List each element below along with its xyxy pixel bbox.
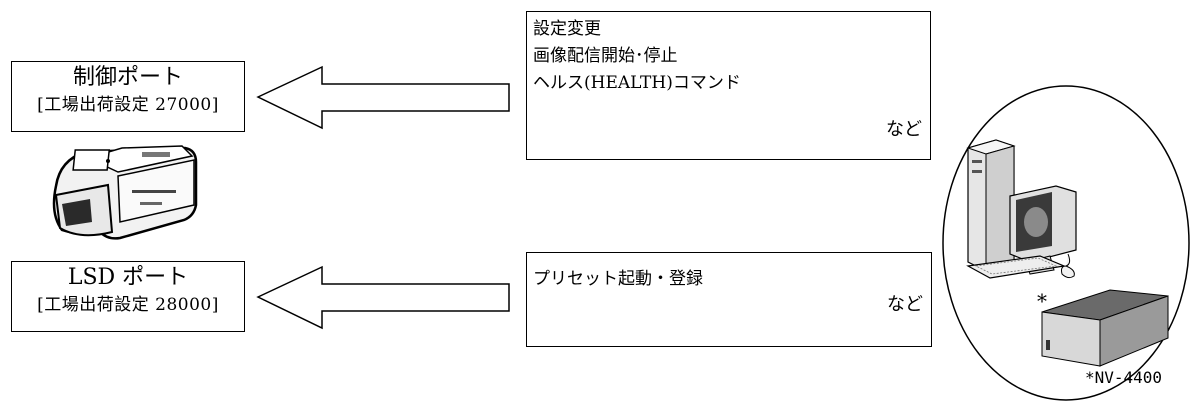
lsd-port-box: LSD ポート [工場出荷設定 28000] xyxy=(11,261,245,332)
control-commands-box: 設定変更 画像配信開始･停止 ヘルス(HEALTH)コマンド など xyxy=(526,11,931,160)
command-item: 設定変更 xyxy=(533,19,601,39)
recorder-footnote: *NV-4400 xyxy=(1085,368,1163,387)
etc-label: など xyxy=(886,119,922,140)
command-item: ヘルス(HEALTH)コマンド xyxy=(533,73,741,93)
desktop-computer-icon xyxy=(966,139,1077,279)
left-arrow-icon xyxy=(256,65,510,130)
network-camera-icon xyxy=(52,145,198,240)
nv-4400-recorder-icon xyxy=(1041,289,1169,367)
recorder-asterisk: * xyxy=(1037,289,1047,313)
control-port-box: 制御ポート [工場出荷設定 27000] xyxy=(11,61,245,132)
control-port-name: 制御ポート xyxy=(72,65,183,90)
client-circle xyxy=(942,85,1190,401)
command-item: プリセット起動・登録 xyxy=(533,269,703,289)
lsd-commands-box: プリセット起動・登録 など xyxy=(526,252,932,347)
control-port-default: [工場出荷設定 27000] xyxy=(37,95,219,115)
lsd-port-name: LSD ポート xyxy=(67,265,189,290)
command-item: 画像配信開始･停止 xyxy=(533,46,678,66)
etc-label: など xyxy=(887,294,923,315)
lsd-port-default: [工場出荷設定 28000] xyxy=(37,295,219,315)
left-arrow-icon xyxy=(256,265,510,330)
